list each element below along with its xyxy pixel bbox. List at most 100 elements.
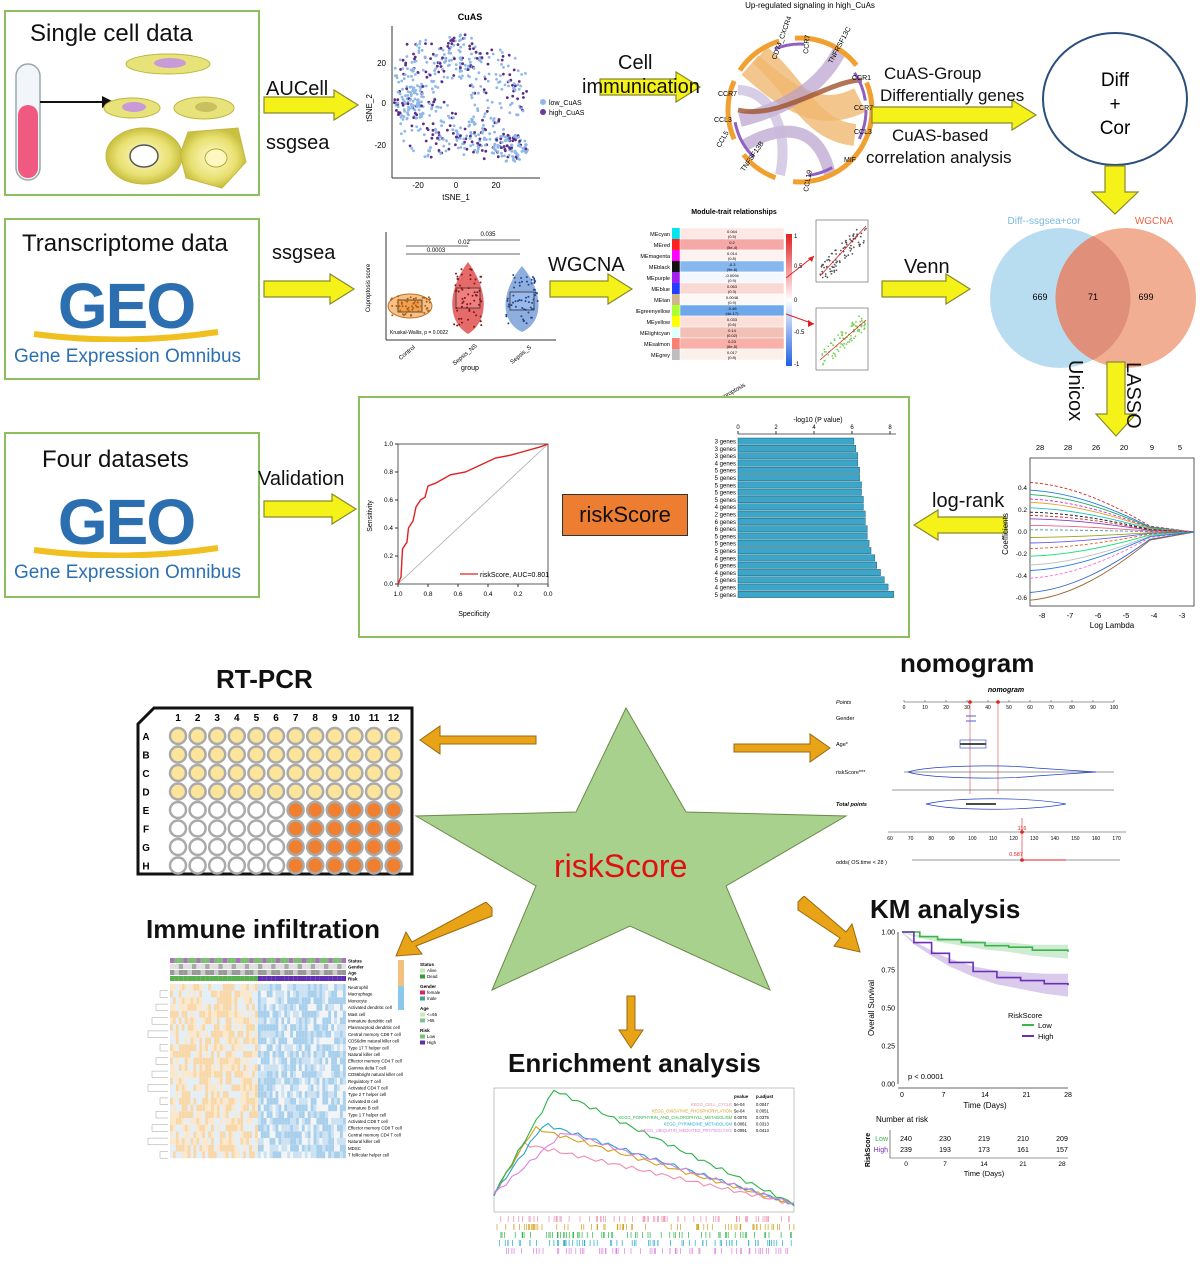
immune-cell bbox=[222, 1144, 226, 1152]
immune-cell bbox=[342, 1024, 346, 1031]
immune-cell bbox=[319, 1017, 323, 1025]
immune-cell bbox=[205, 1044, 209, 1051]
immune-cell bbox=[257, 984, 261, 991]
tsne-dot bbox=[463, 63, 467, 67]
immune-cell bbox=[172, 1051, 176, 1058]
immune-cell bbox=[325, 1138, 329, 1145]
immune-cell bbox=[304, 1118, 308, 1125]
immune-cell bbox=[228, 1151, 232, 1159]
tsne-dot bbox=[456, 146, 460, 150]
orange-arrow-down-left-icon bbox=[395, 902, 493, 957]
immune-cell bbox=[252, 1091, 255, 1098]
immune-cell bbox=[184, 984, 188, 991]
immune-cell bbox=[304, 1144, 308, 1152]
roc-xtick: 0.8 bbox=[423, 591, 432, 598]
immune-cell bbox=[290, 1091, 294, 1098]
immune-cell bbox=[234, 1051, 238, 1058]
immune-cell bbox=[339, 1104, 343, 1112]
immune-track-cell bbox=[170, 964, 175, 969]
lasso-top-tick: 5 bbox=[1178, 443, 1182, 452]
tsne-dot bbox=[418, 40, 422, 43]
tsne-dot bbox=[471, 91, 475, 95]
immune-cell bbox=[231, 1024, 235, 1031]
plate-well bbox=[247, 819, 266, 838]
immune-cell bbox=[293, 1057, 296, 1065]
immune-cell bbox=[322, 1097, 326, 1105]
immune-track-cell bbox=[258, 976, 263, 981]
immune-cell bbox=[208, 1097, 212, 1105]
lasso-xtick: -4 bbox=[1151, 611, 1158, 620]
immune-cell bbox=[339, 1030, 343, 1038]
violin-dot bbox=[459, 284, 461, 287]
immune-cell bbox=[263, 1051, 267, 1058]
immune-cell bbox=[243, 1017, 247, 1025]
violin-dot bbox=[530, 316, 533, 319]
immune-track-cell bbox=[328, 970, 333, 975]
immune-cell bbox=[272, 1037, 276, 1045]
nomo-total-tick: 160 bbox=[1092, 836, 1101, 842]
immune-cell bbox=[290, 1017, 294, 1025]
immune-cell bbox=[170, 1131, 173, 1139]
immune-track-cell bbox=[271, 958, 276, 963]
tsne-dot bbox=[452, 39, 455, 43]
immune-cell bbox=[325, 1131, 329, 1139]
tsne-dot bbox=[486, 106, 490, 110]
orange-arrow-down-icon bbox=[618, 995, 644, 1049]
immune-cell bbox=[202, 1097, 206, 1105]
immune-cell bbox=[252, 1004, 255, 1011]
violin-dot bbox=[522, 320, 525, 323]
immune-cell bbox=[275, 1037, 279, 1045]
nomo-row-label: Total points bbox=[836, 802, 867, 808]
immune-cell bbox=[307, 1044, 311, 1051]
cuas-group-label: CuAS-Group bbox=[884, 64, 982, 83]
immune-cell bbox=[313, 1091, 317, 1098]
violin-dot bbox=[479, 315, 482, 318]
immune-cell bbox=[290, 1144, 294, 1152]
immune-cell bbox=[202, 1004, 206, 1011]
immune-cell bbox=[237, 1091, 241, 1098]
immune-cell bbox=[178, 1091, 182, 1098]
tsne-dot bbox=[452, 36, 456, 40]
immune-cell bbox=[172, 1057, 176, 1065]
immune-cell bbox=[222, 1151, 226, 1159]
immune-cell bbox=[175, 997, 179, 1005]
tsne-ytick: 20 bbox=[377, 59, 386, 68]
bar-label: 5 genes bbox=[715, 476, 736, 482]
lasso-xtick: -7 bbox=[1067, 611, 1074, 620]
tsne-dot bbox=[412, 86, 416, 90]
immune-cell bbox=[304, 1044, 308, 1051]
immune-cell bbox=[231, 1030, 235, 1038]
bar bbox=[737, 591, 895, 598]
risk-xtick: 28 bbox=[1058, 1161, 1066, 1168]
plate-well bbox=[325, 800, 345, 820]
tsne-dot bbox=[398, 92, 402, 96]
immune-track-cell bbox=[218, 970, 223, 975]
immune-cell bbox=[284, 1057, 288, 1065]
scatter-dot bbox=[832, 352, 835, 355]
tsne-dot bbox=[481, 118, 484, 122]
tsne-dot bbox=[496, 143, 500, 147]
immune-cell bbox=[293, 1024, 296, 1031]
roc-xlabel: Specificity bbox=[458, 611, 490, 618]
immune-cell bbox=[213, 1071, 217, 1078]
immune-cell bbox=[257, 1144, 261, 1152]
violin-dot bbox=[526, 280, 528, 283]
tsne-dot bbox=[415, 125, 418, 129]
immune-cell bbox=[328, 1037, 332, 1045]
risk-high-value: 193 bbox=[939, 1147, 951, 1154]
immune-cell bbox=[193, 1118, 197, 1125]
immune-cell bbox=[260, 1151, 264, 1159]
immune-cell bbox=[257, 1064, 261, 1072]
immune-cell bbox=[298, 1097, 302, 1105]
immune-cell bbox=[213, 1111, 217, 1118]
immune-cell bbox=[328, 1064, 332, 1072]
tsne-dot bbox=[458, 137, 462, 140]
immune-cell bbox=[208, 1004, 212, 1011]
immune-cell bbox=[269, 1044, 273, 1051]
immune-cell bbox=[175, 1064, 179, 1072]
scatter-dot bbox=[840, 331, 843, 333]
tsne-dot bbox=[401, 58, 405, 62]
tsne-dot bbox=[471, 143, 475, 147]
violin-dot bbox=[456, 277, 459, 280]
immune-track-cell bbox=[200, 970, 206, 975]
